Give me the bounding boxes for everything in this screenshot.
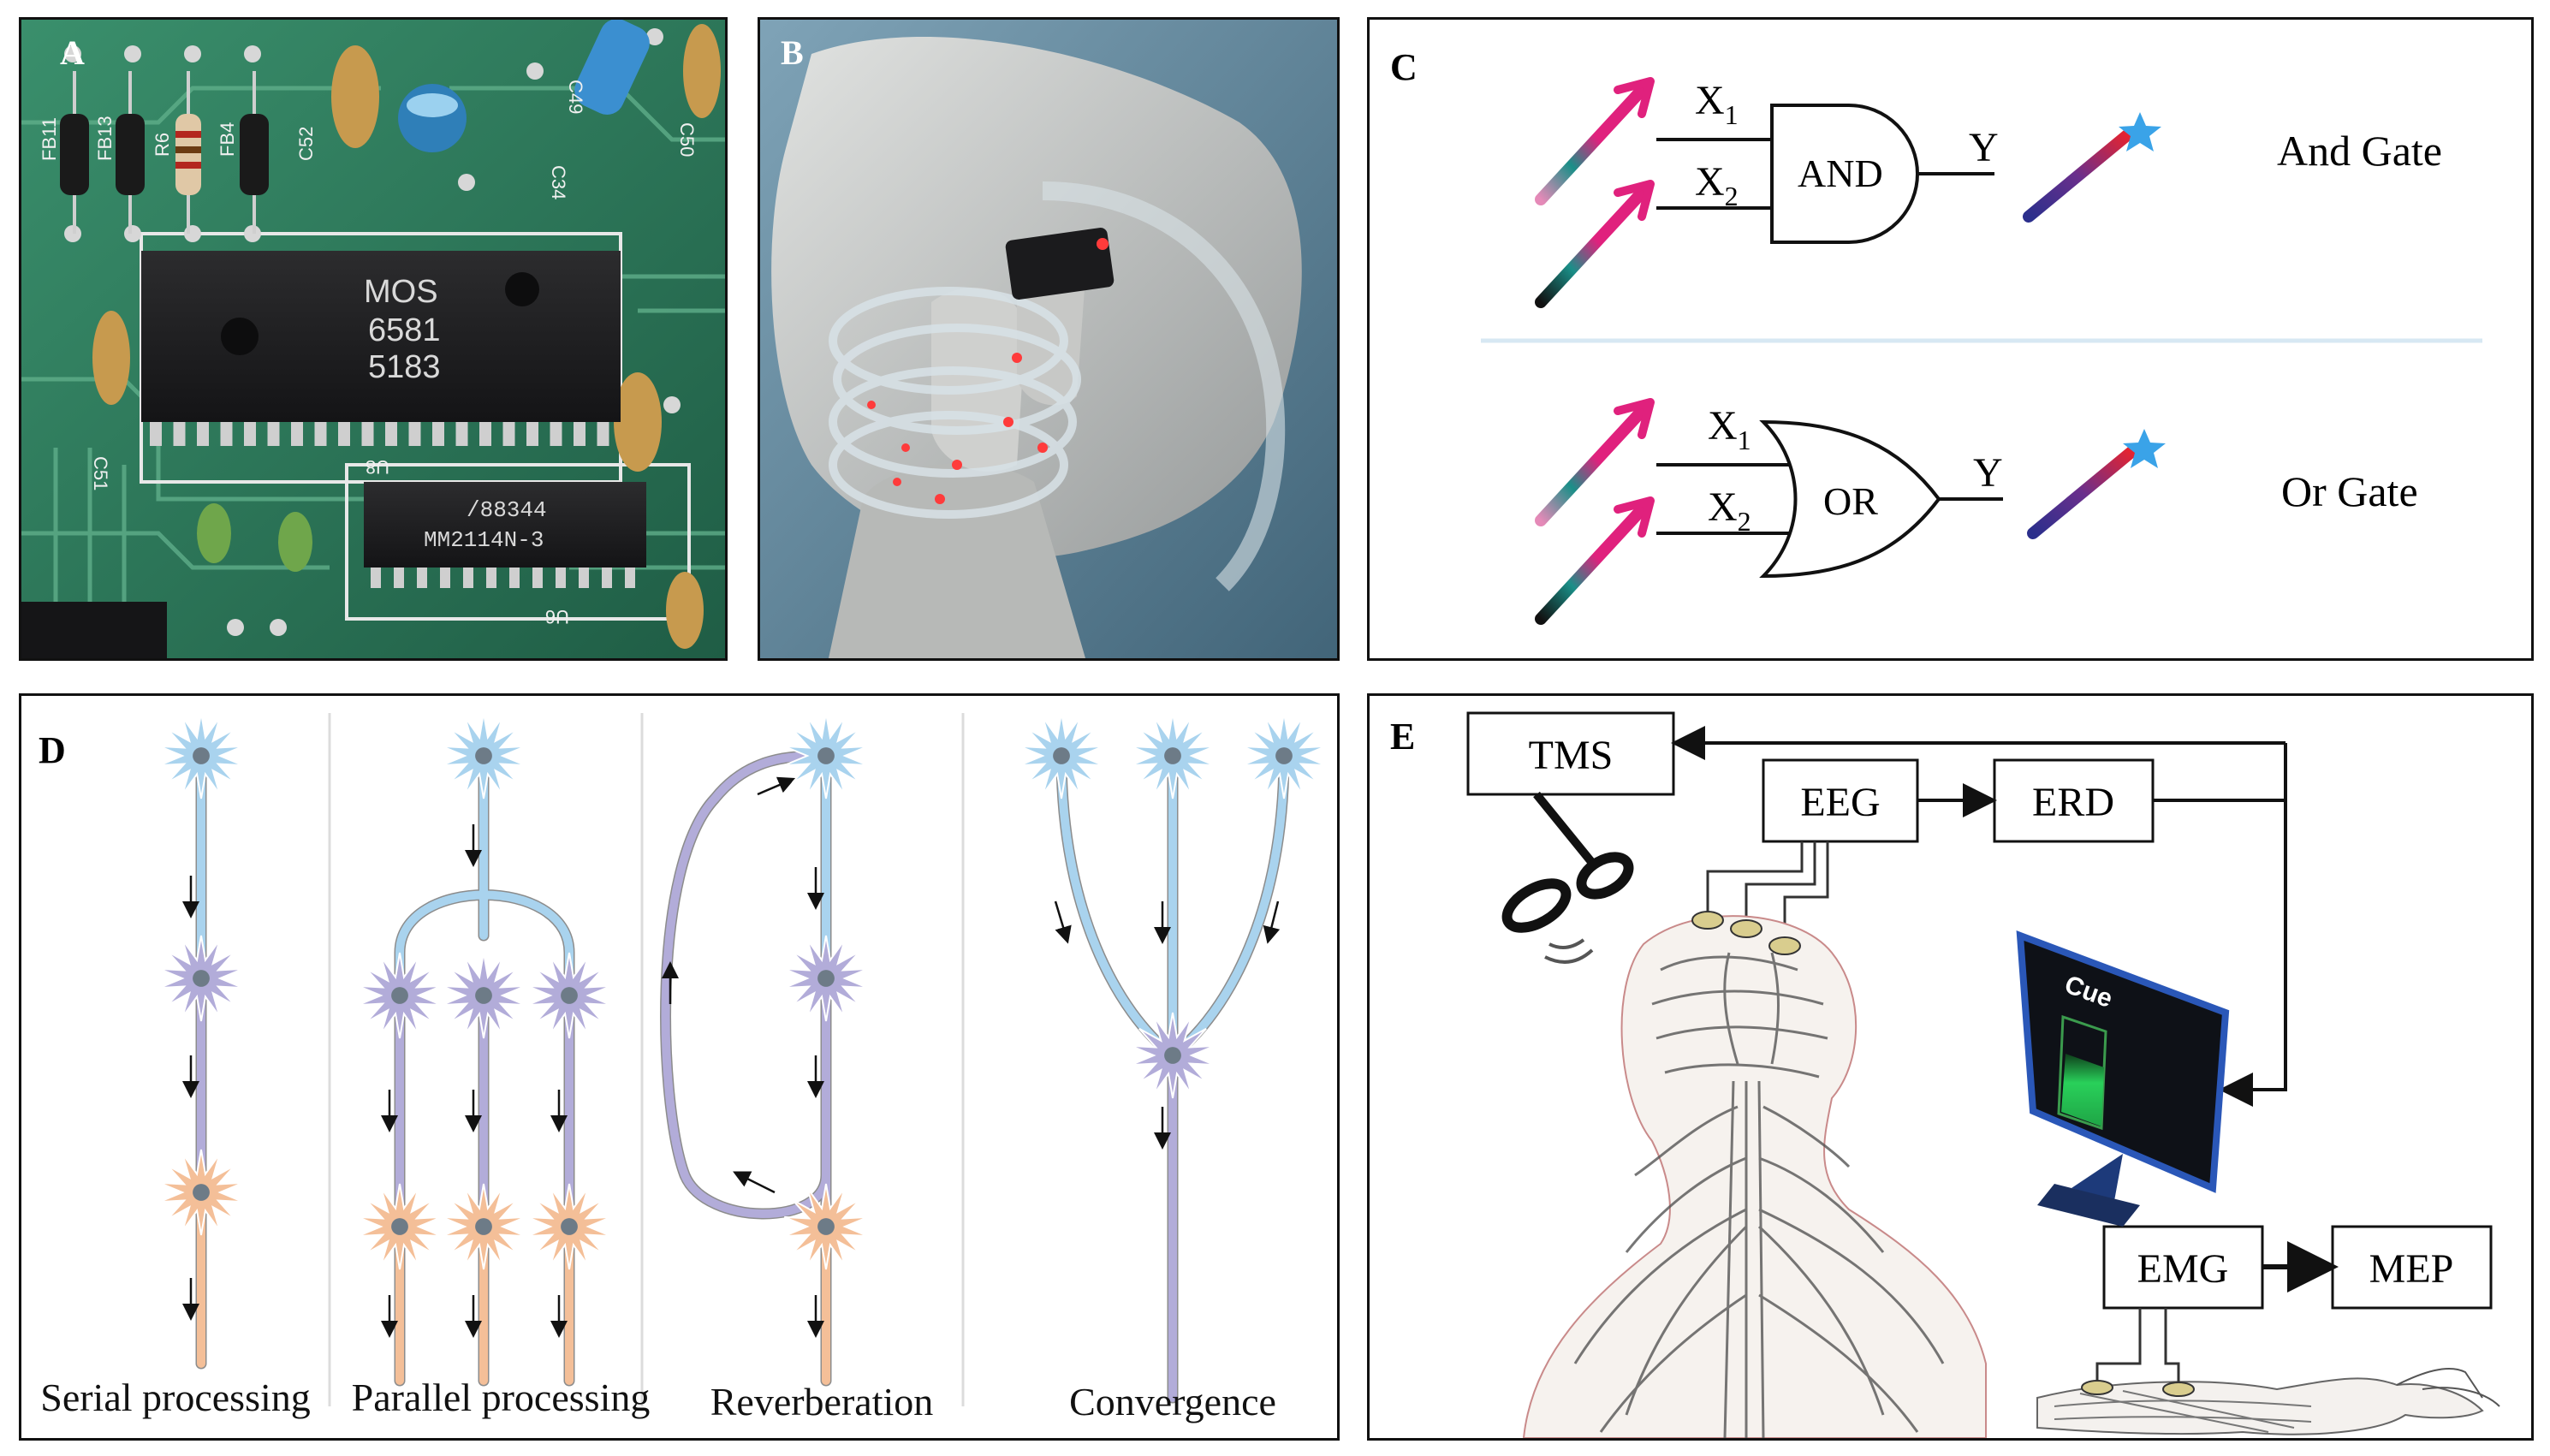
direction-arrow [1263,900,1281,944]
board-mark: U8 [366,456,389,478]
panel-label-c: C [1390,46,1418,88]
and-gate-label: AND [1798,152,1883,195]
monitor-display: Cue [2016,930,2230,1227]
neuron-icon [783,1183,869,1270]
and-gate-caption: And Gate [2277,127,2442,175]
and-output-y: Y [1969,125,1999,170]
board-mark: U6 [545,606,569,627]
chip-mark-2: 5183 [368,349,441,385]
axon [1057,752,1177,1060]
panel-label-b: B [781,33,804,72]
output-wand-icon [2023,112,2161,223]
chip-logo: MOS [364,274,438,310]
direction-arrow [1054,900,1072,944]
erd-label: ERD [2032,780,2114,825]
tms-coil-icon [1501,791,1634,964]
bci-setup-diagram: E TMS EEG ERD EMG MEP [1390,711,2500,1438]
chip-mark-4: MM2114N-3 [424,527,544,553]
panel-label-d: D [39,729,66,771]
or-gate: X1 X2 OR Y Or Gate [1535,398,2418,625]
board-mark: C34 [548,165,569,199]
circuit-caption-serial: Serial processing [40,1376,311,1419]
panel-b: B [758,17,1340,661]
input-wand-icon [1535,398,1655,526]
neuron-icon [357,1183,443,1270]
circuit-board-photo: MOS 6581 5183 /88344 MM2114N-3 FB11 FB13… [21,20,725,658]
or-input-x1: X1 [1708,403,1751,455]
eeg-label: EEG [1800,780,1880,825]
or-gate-label: OR [1823,479,1878,523]
panel-c: C X1 X2 AND Y And Gate [1367,17,2534,661]
chip-mark-1: 6581 [368,312,441,348]
and-input-x2: X2 [1695,159,1739,211]
or-gate-caption: Or Gate [2281,467,2418,515]
neuron-icon [158,935,244,1022]
neuron-icon [357,952,443,1039]
board-mark: R6 [152,133,173,157]
or-output-y: Y [1973,450,2003,496]
emg-label: EMG [2137,1246,2229,1292]
head-nervous-system-illustration [1522,911,1987,1438]
panel-d: D Serial processing Parallel processing … [19,693,1340,1441]
or-gate-symbol [1759,419,1941,579]
circuit-caption-reverberation: Reverberation [710,1380,934,1423]
board-mark: FB11 [39,117,60,161]
circuit-caption-parallel: Parallel processing [352,1376,651,1419]
neuron-icon [526,952,612,1039]
and-gate: X1 X2 AND Y And Gate [1535,77,2442,308]
board-mark: FB13 [94,116,116,161]
direction-arrow [757,776,796,796]
erd-box [1993,758,2155,843]
neuron-icon [158,712,244,799]
neuron-icon [1130,1012,1216,1099]
axon [661,752,830,1218]
neuron-icon [441,952,526,1039]
or-input-x2: X2 [1708,484,1751,537]
board-mark: FB4 [217,122,238,157]
mep-label: MEP [2369,1246,2454,1292]
output-wand-icon [2027,429,2166,539]
forearm-illustration [2036,1308,2500,1435]
neuron-icon [158,1149,244,1236]
tms-box [1466,711,1675,796]
board-mark: C50 [676,122,698,157]
direction-arrow [733,1171,776,1194]
neuron-icon [441,1183,526,1270]
eeg-box [1762,758,1919,843]
neuron-icon [783,935,869,1022]
circuit-caption-convergence: Convergence [1069,1380,1276,1423]
neuron-icon [526,1183,612,1270]
board-mark: C51 [90,456,111,490]
axon [1168,752,1288,1060]
board-mark: C49 [565,80,586,114]
chip-mark-3: /88344 [467,497,547,523]
panel-e: E TMS EEG ERD EMG MEP [1367,693,2534,1441]
neuron-icon [1019,712,1104,799]
cue-level-bar [2061,1054,2104,1126]
panel-label-a: A [60,33,85,72]
neural-circuits-diagram: D Serial processing Parallel processing … [39,712,1327,1423]
board-mark: C52 [295,127,317,161]
input-wand-icon [1535,180,1655,308]
and-gate-symbol [1770,104,1919,244]
tms-label: TMS [1529,733,1614,778]
flexible-circuit-photo: B [760,20,1337,658]
axon [395,890,574,1000]
neuron-icon [783,712,869,799]
and-input-x1: X1 [1695,78,1739,130]
neuron-icon [1241,712,1327,799]
input-wand-icon [1535,77,1655,205]
neuron-icon [441,712,526,799]
logic-gates-diagram: C X1 X2 AND Y And Gate [1390,46,2482,625]
panel-label-e: E [1390,716,1415,758]
emg-box [2102,1225,2264,1310]
input-wand-icon [1535,496,1655,625]
panel-a: MOS 6581 5183 /88344 MM2114N-3 FB11 FB13… [19,17,728,661]
neuron-icon [1130,712,1216,799]
